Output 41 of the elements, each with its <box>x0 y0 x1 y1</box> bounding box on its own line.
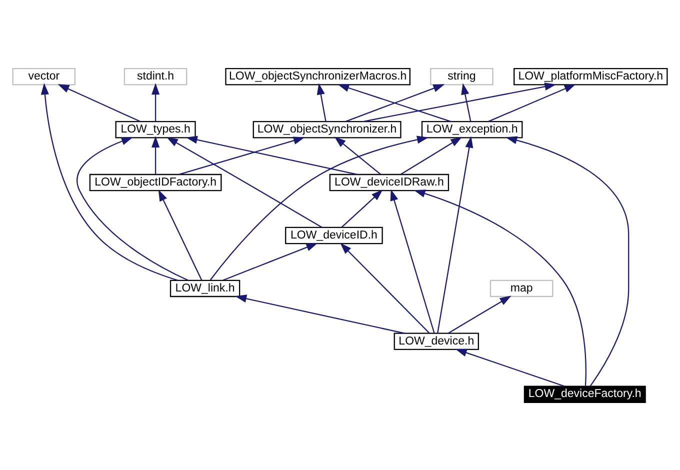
node-box: LOW_exception.h <box>421 120 523 138</box>
arrow <box>334 136 381 174</box>
node-box: map <box>490 279 554 297</box>
arrow <box>235 294 405 334</box>
node-box: LOW_types.h <box>115 120 196 138</box>
arrow <box>461 82 472 122</box>
arrow <box>340 242 430 334</box>
node-box: string <box>430 68 494 85</box>
arrow <box>40 82 178 280</box>
arrow <box>58 84 140 122</box>
arrow <box>166 136 322 228</box>
arrow <box>210 135 429 280</box>
arrow <box>363 82 556 122</box>
node-box: vector <box>12 68 76 85</box>
arrow <box>448 295 512 334</box>
arrow <box>152 136 160 174</box>
node-box: LOW_device.h <box>394 332 479 350</box>
node-box: LOW_deviceFactory.h <box>524 385 646 402</box>
arrow <box>437 136 474 333</box>
arrow <box>390 188 435 333</box>
arrow <box>76 136 188 280</box>
arrow <box>341 189 383 228</box>
node-box: LOW_objectIDFactory.h <box>89 173 222 191</box>
arrow <box>158 189 202 280</box>
node-box: LOW_objectSynchronizer.h <box>252 120 402 138</box>
arrow <box>316 82 326 122</box>
node-box: LOW_platformMiscFactory.h <box>514 68 668 85</box>
arrow <box>400 136 462 174</box>
arrow <box>186 135 358 175</box>
node-box: LOW_deviceIDRaw.h <box>329 173 450 191</box>
node-box: stdint.h <box>124 68 188 85</box>
arrow <box>455 348 565 386</box>
node-box: LOW_link.h <box>170 279 240 297</box>
arrow <box>414 189 586 386</box>
node-box: LOW_objectSynchronizerMacros.h <box>225 68 410 85</box>
arrow <box>506 136 630 386</box>
node-box: LOW_deviceID.h <box>285 226 383 244</box>
arrow <box>152 82 160 121</box>
arrow <box>488 84 576 122</box>
arrow <box>222 242 318 280</box>
arrow <box>178 136 305 175</box>
